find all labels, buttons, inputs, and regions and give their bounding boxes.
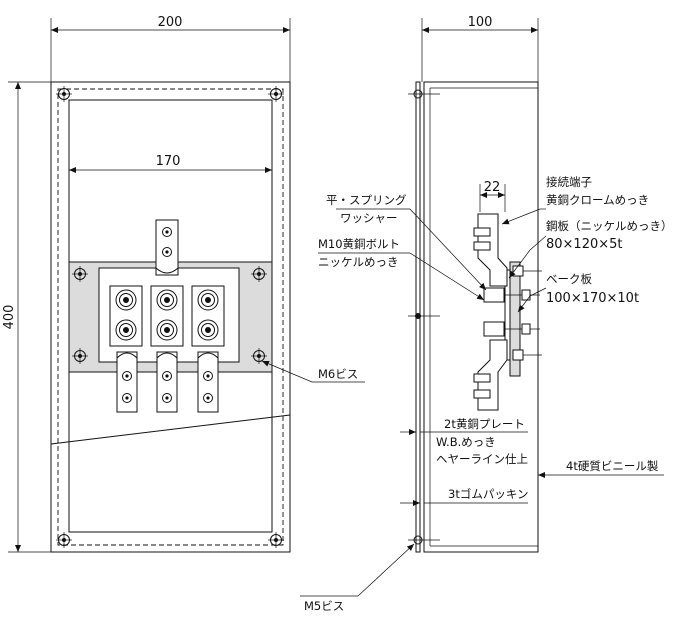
callout-washer: 平・スプリング ワッシャー <box>326 193 487 291</box>
callout-m6: M6ビス <box>261 360 365 383</box>
callout-vinyl: 4t硬質ビニール製 <box>538 459 664 478</box>
label-bolt-2: ニッケルめっき <box>318 255 399 269</box>
terminal-bottom-left <box>116 351 138 413</box>
box-dashed-inner <box>57 88 284 546</box>
stud-icon <box>115 319 137 341</box>
side-screw-icon <box>408 535 440 545</box>
label-steel-1: 鋼板（ニッケルめっき） <box>546 219 673 233</box>
dim-height-label: 400 <box>2 305 17 330</box>
label-steel-2: 80×120×5t <box>546 237 623 252</box>
terminal-bottom-right <box>197 351 219 413</box>
callout-terminal: 接続端子 黄銅クロームめっき <box>501 175 649 225</box>
label-m6: M6ビス <box>318 367 358 381</box>
corner-screw-icon <box>267 531 285 549</box>
side-screw-icon <box>408 89 440 99</box>
side-box-outer <box>423 81 539 553</box>
box-outer <box>50 81 291 553</box>
callout-brass-plate: 2t黄銅プレート W.B.めっき ヘヤーライン仕上 <box>400 417 528 466</box>
dim-depth-label: 100 <box>468 15 493 30</box>
label-plate-1: 2t黄銅プレート <box>444 417 525 431</box>
label-bake-1: ベーク板 <box>546 272 592 286</box>
stud-icon <box>197 289 219 311</box>
front-view: 200 400 170 <box>2 15 365 553</box>
label-plate-2: W.B.めっき <box>436 435 496 449</box>
dim-inner-width-170: 170 <box>68 154 273 182</box>
dim-width-label: 200 <box>158 15 183 30</box>
stud-block-left <box>109 285 143 347</box>
side-bolt-upper <box>483 287 540 303</box>
dim-terminal-label: 22 <box>484 180 501 195</box>
callout-gasket: 3tゴムパッキン <box>400 487 528 506</box>
callout-steel-plate: 鋼板（ニッケルめっき） 80×120×5t <box>508 219 673 279</box>
terminal-bottom-center <box>156 351 178 413</box>
stud-icon <box>197 319 219 341</box>
stud-block-center <box>150 285 184 347</box>
terminal-top <box>155 219 179 276</box>
callout-bolt: M10黄銅ボルト ニッケルめっき <box>318 237 485 301</box>
label-washer-2: ワッシャー <box>340 211 398 225</box>
dim-terminal-22: 22 <box>479 180 506 212</box>
dim-inner-width-label: 170 <box>156 154 181 169</box>
section-line <box>50 414 291 445</box>
stud-icon <box>156 319 178 341</box>
dim-depth-100: 100 <box>421 15 539 82</box>
stud-block-right <box>191 285 225 347</box>
dim-width-200: 200 <box>50 15 291 82</box>
side-terminal-lower <box>473 339 508 411</box>
label-washer-1: 平・スプリング <box>326 193 407 207</box>
stud-icon <box>115 289 137 311</box>
callout-bake-board: ベーク板 100×170×10t <box>517 272 639 313</box>
dim-height-400: 400 <box>2 81 51 553</box>
label-bolt-1: M10黄銅ボルト <box>318 237 400 251</box>
side-bolt-lower <box>483 321 540 337</box>
label-gasket: 3tゴムパッキン <box>448 487 528 501</box>
callout-m5: M5ビス <box>300 543 415 613</box>
side-terminal-upper <box>473 213 508 287</box>
label-m5: M5ビス <box>304 599 344 613</box>
label-vinyl: 4t硬質ビニール製 <box>566 459 659 473</box>
label-terminal-1: 接続端子 <box>546 175 592 189</box>
side-view: 100 <box>300 15 673 613</box>
label-plate-3: ヘヤーライン仕上 <box>436 452 528 466</box>
stud-icon <box>156 289 178 311</box>
label-terminal-2: 黄銅クロームめっき <box>546 193 649 207</box>
label-bake-2: 100×170×10t <box>546 291 639 306</box>
